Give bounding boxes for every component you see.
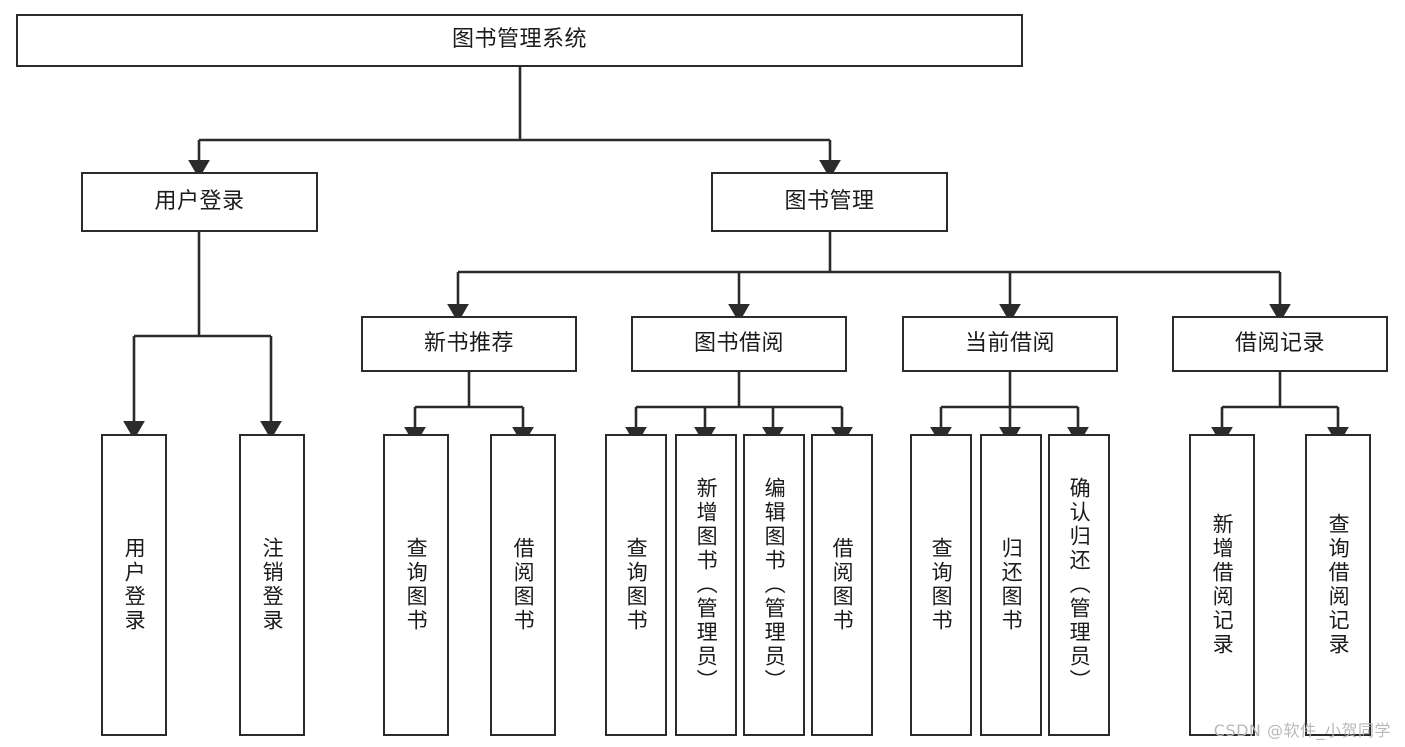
- node-book-borrow[interactable]: 图书借阅: [631, 316, 847, 372]
- node-leaf-query-book-2-label: 查询图书: [624, 537, 649, 633]
- node-leaf-borrow-book-2[interactable]: 借阅图书: [811, 434, 873, 736]
- node-leaf-return-book-label: 归还图书: [999, 537, 1024, 633]
- node-borrow-record-label: 借阅记录: [1234, 330, 1325, 356]
- node-leaf-confirm-return[interactable]: 确认归还（管理员）: [1048, 434, 1110, 736]
- node-leaf-logout[interactable]: 注销登录: [239, 434, 305, 736]
- node-book-manage[interactable]: 图书管理: [711, 172, 948, 232]
- node-leaf-query-book-3-label: 查询图书: [929, 537, 954, 633]
- node-leaf-add-book[interactable]: 新增图书（管理员）: [675, 434, 737, 736]
- node-borrow-record[interactable]: 借阅记录: [1172, 316, 1388, 372]
- node-leaf-edit-book-label: 编辑图书（管理员）: [762, 477, 787, 693]
- watermark-text: CSDN @软件_小贺同学: [1213, 721, 1391, 740]
- node-current-borrow[interactable]: 当前借阅: [902, 316, 1118, 372]
- node-leaf-confirm-return-label: 确认归还（管理员）: [1067, 477, 1092, 693]
- node-leaf-borrow-book-2-label: 借阅图书: [830, 537, 855, 633]
- node-book-borrow-label: 图书借阅: [693, 330, 784, 356]
- node-leaf-user-login[interactable]: 用户登录: [101, 434, 167, 736]
- node-leaf-query-record-label: 查询借阅记录: [1326, 513, 1351, 657]
- node-leaf-query-book-1-label: 查询图书: [404, 537, 429, 633]
- node-leaf-add-book-label: 新增图书（管理员）: [694, 477, 719, 693]
- node-leaf-logout-label: 注销登录: [260, 537, 285, 633]
- node-leaf-return-book[interactable]: 归还图书: [980, 434, 1042, 736]
- node-leaf-edit-book[interactable]: 编辑图书（管理员）: [743, 434, 805, 736]
- node-leaf-query-book-1[interactable]: 查询图书: [383, 434, 449, 736]
- node-root-label: 图书管理系统: [451, 27, 587, 53]
- node-leaf-query-book-2[interactable]: 查询图书: [605, 434, 667, 736]
- node-book-manage-label: 图书管理: [784, 188, 875, 214]
- node-root[interactable]: 图书管理系统: [16, 14, 1023, 67]
- node-user-login[interactable]: 用户登录: [81, 172, 318, 232]
- node-current-borrow-label: 当前借阅: [964, 330, 1055, 356]
- node-leaf-query-record[interactable]: 查询借阅记录: [1305, 434, 1371, 736]
- node-leaf-add-record-label: 新增借阅记录: [1210, 513, 1235, 657]
- node-new-book-recommend-label: 新书推荐: [423, 330, 514, 356]
- node-leaf-borrow-book-1-label: 借阅图书: [511, 537, 536, 633]
- node-leaf-user-login-label: 用户登录: [122, 537, 147, 633]
- node-new-book-recommend[interactable]: 新书推荐: [361, 316, 577, 372]
- node-user-login-label: 用户登录: [154, 188, 245, 214]
- node-leaf-borrow-book-1[interactable]: 借阅图书: [490, 434, 556, 736]
- node-leaf-add-record[interactable]: 新增借阅记录: [1189, 434, 1255, 736]
- node-leaf-query-book-3[interactable]: 查询图书: [910, 434, 972, 736]
